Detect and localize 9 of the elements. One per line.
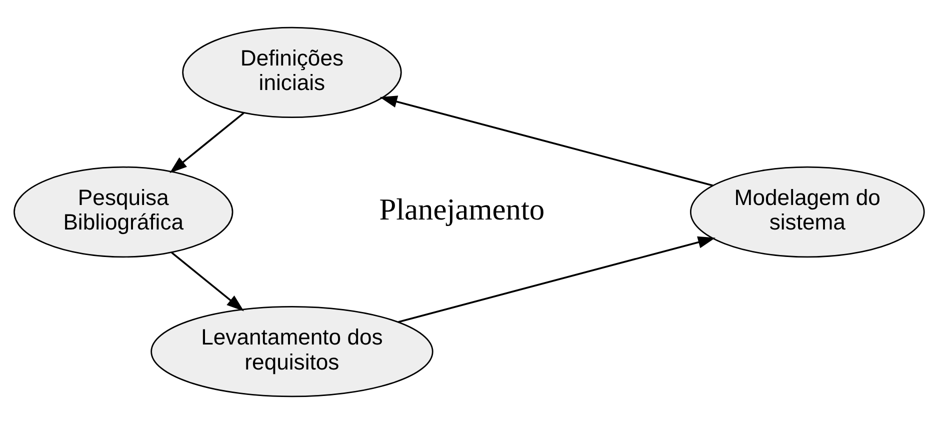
node-ellipse: Definições iniciais [182,26,402,118]
arrow [380,96,713,186]
label: Planejamento [379,192,545,227]
arrow [398,236,716,323]
node-ellipse: Modelagem do sistema [690,166,925,258]
arrow [170,112,244,174]
node-ellipse: Levantamento dos requisitos [150,306,434,398]
arrow [171,252,244,312]
node-ellipse: Pesquisa Bibliográfica [14,166,234,258]
